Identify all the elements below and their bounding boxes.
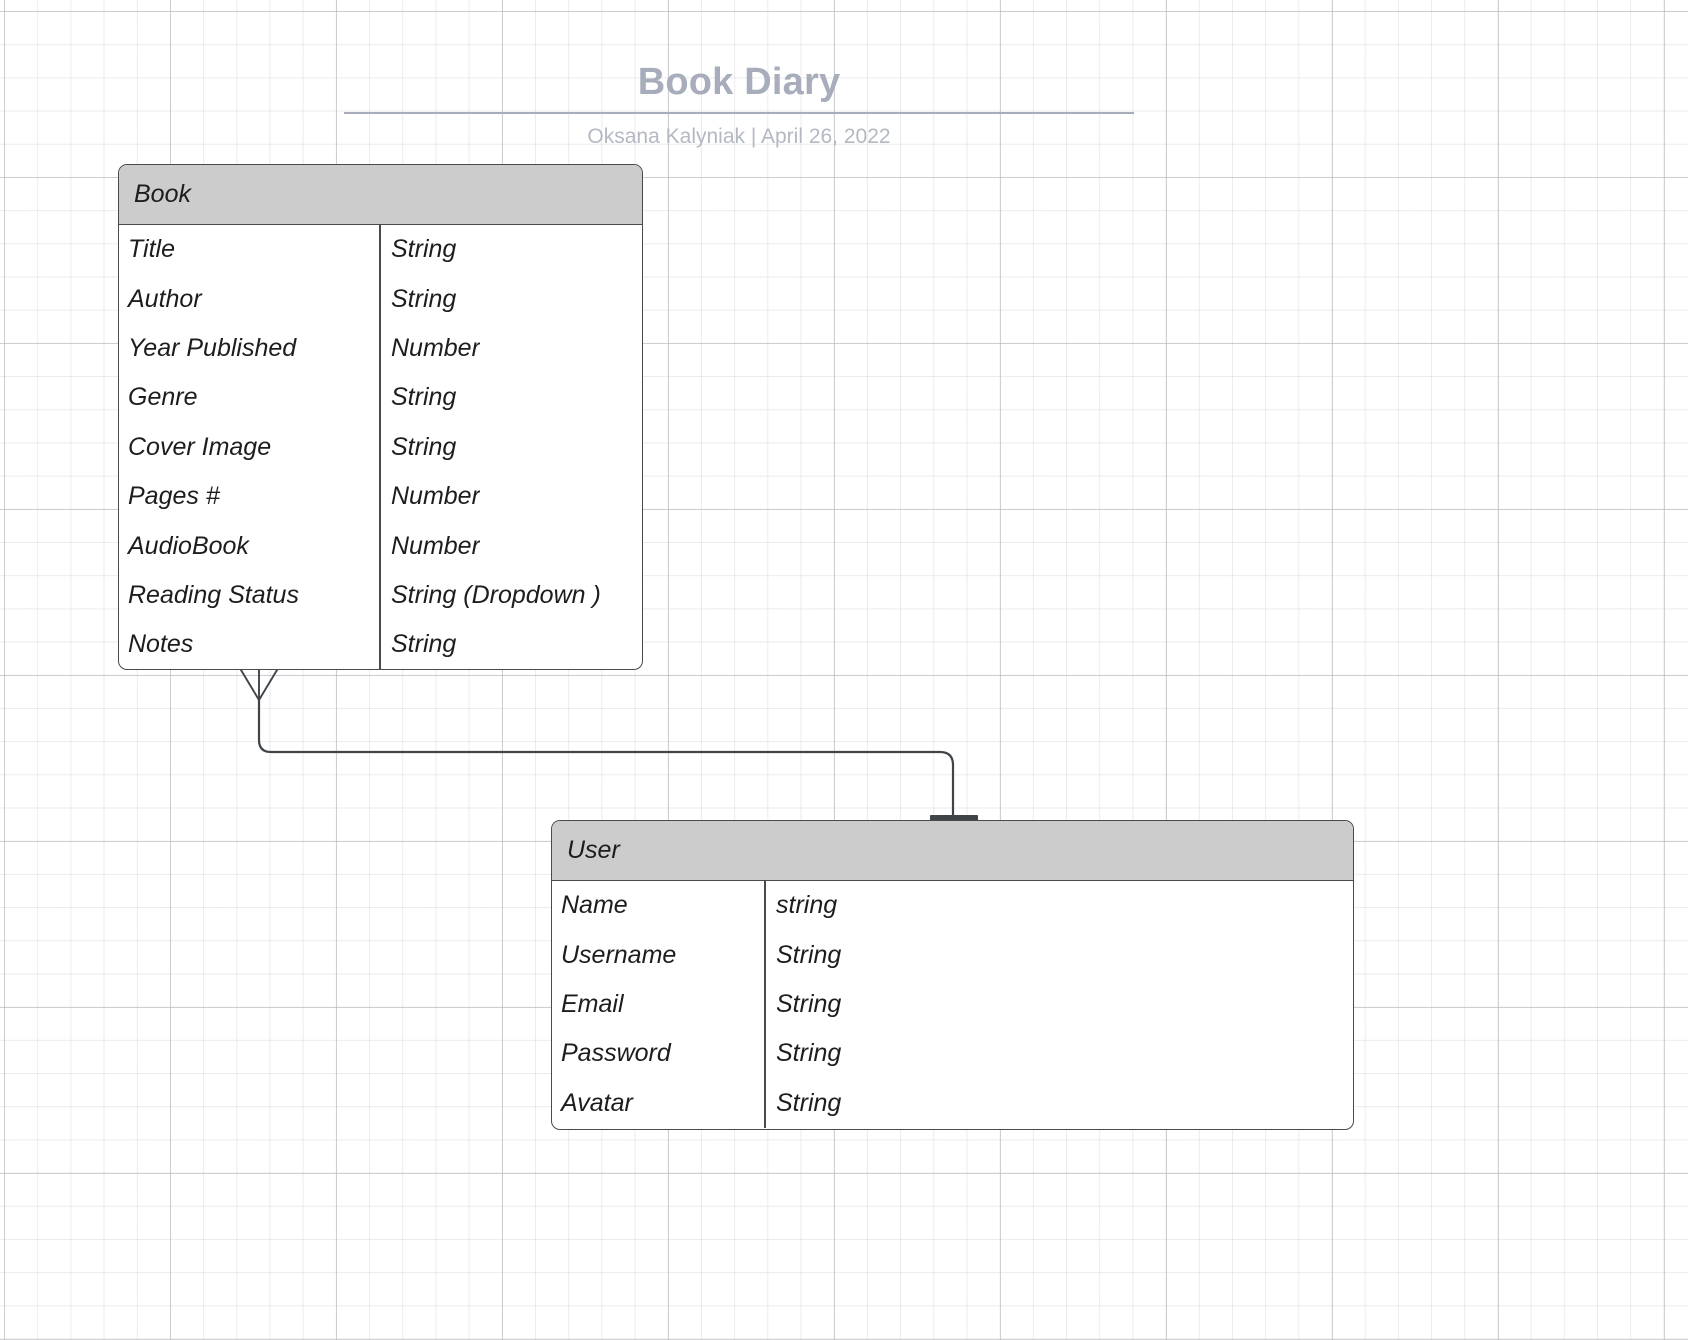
attribute-name: Title (128, 237, 176, 263)
table-row[interactable]: Reading Status String (Dropdown ) (119, 571, 642, 620)
table-row[interactable]: Author String (119, 274, 642, 323)
table-row[interactable]: Name string (552, 881, 1353, 930)
attribute-name: Notes (128, 632, 194, 658)
entity-book-header: Book (119, 165, 642, 225)
attribute-name: Author (128, 286, 202, 312)
attribute-type: String (391, 286, 457, 312)
table-row[interactable]: Cover Image String (119, 423, 642, 472)
table-row[interactable]: Notes String (119, 620, 642, 669)
attribute-type: String (776, 1041, 842, 1067)
table-row[interactable]: Password String (552, 1029, 1353, 1078)
attribute-type: String (776, 942, 842, 968)
table-row[interactable]: Email String (552, 980, 1353, 1029)
attribute-type: String (391, 385, 457, 411)
table-row[interactable]: Avatar String (552, 1079, 1353, 1128)
relationship-line (257, 698, 955, 822)
table-row[interactable]: AudioBook Number (119, 521, 642, 570)
attribute-name: Genre (128, 385, 198, 411)
table-row[interactable]: Year Published Number (119, 324, 642, 373)
entity-user-body: Name string Username String Email String… (552, 881, 1353, 1128)
entity-user-header: User (552, 821, 1353, 881)
entity-book-column-divider (379, 225, 381, 669)
page-subtitle: Oksana Kalyniak | April 26, 2022 (587, 125, 891, 148)
attribute-name: Cover Image (128, 434, 272, 460)
crows-foot-many-marker (240, 669, 278, 701)
attribute-type: String (Dropdown ) (391, 582, 601, 608)
attribute-type: String (776, 991, 842, 1017)
attribute-type: Number (391, 335, 480, 361)
attribute-name: Name (561, 893, 628, 919)
attribute-name: Reading Status (128, 582, 299, 608)
attribute-name: AudioBook (128, 533, 249, 559)
attribute-type: String (391, 632, 457, 658)
attribute-name: Year Published (128, 335, 297, 361)
attribute-type: string (776, 893, 838, 919)
attribute-type: Number (391, 533, 480, 559)
title-block: Book Diary Oksana Kalyniak | April 26, 2… (344, 58, 1134, 150)
title-divider (344, 112, 1134, 114)
entity-book[interactable]: Book Title String Author String Year Pub… (118, 164, 643, 670)
attribute-type: String (391, 434, 457, 460)
attribute-name: Pages # (128, 484, 220, 510)
entity-user-column-divider (764, 881, 766, 1128)
table-row[interactable]: Username String (552, 930, 1353, 979)
attribute-type: String (776, 1090, 842, 1116)
attribute-name: Email (561, 991, 624, 1017)
attribute-type: Number (391, 484, 480, 510)
table-row[interactable]: Genre String (119, 373, 642, 422)
page-title: Book Diary (637, 61, 841, 103)
attribute-name: Password (561, 1041, 671, 1067)
entity-book-body: Title String Author String Year Publishe… (119, 225, 642, 669)
entity-user[interactable]: User Name string Username String Email S… (551, 820, 1354, 1130)
entity-user-title: User (567, 836, 620, 864)
attribute-name: Username (561, 942, 677, 968)
attribute-type: String (391, 237, 457, 263)
table-row[interactable]: Title String (119, 225, 642, 274)
table-row[interactable]: Pages # Number (119, 472, 642, 521)
entity-book-title: Book (134, 180, 191, 208)
attribute-name: Avatar (561, 1090, 633, 1116)
